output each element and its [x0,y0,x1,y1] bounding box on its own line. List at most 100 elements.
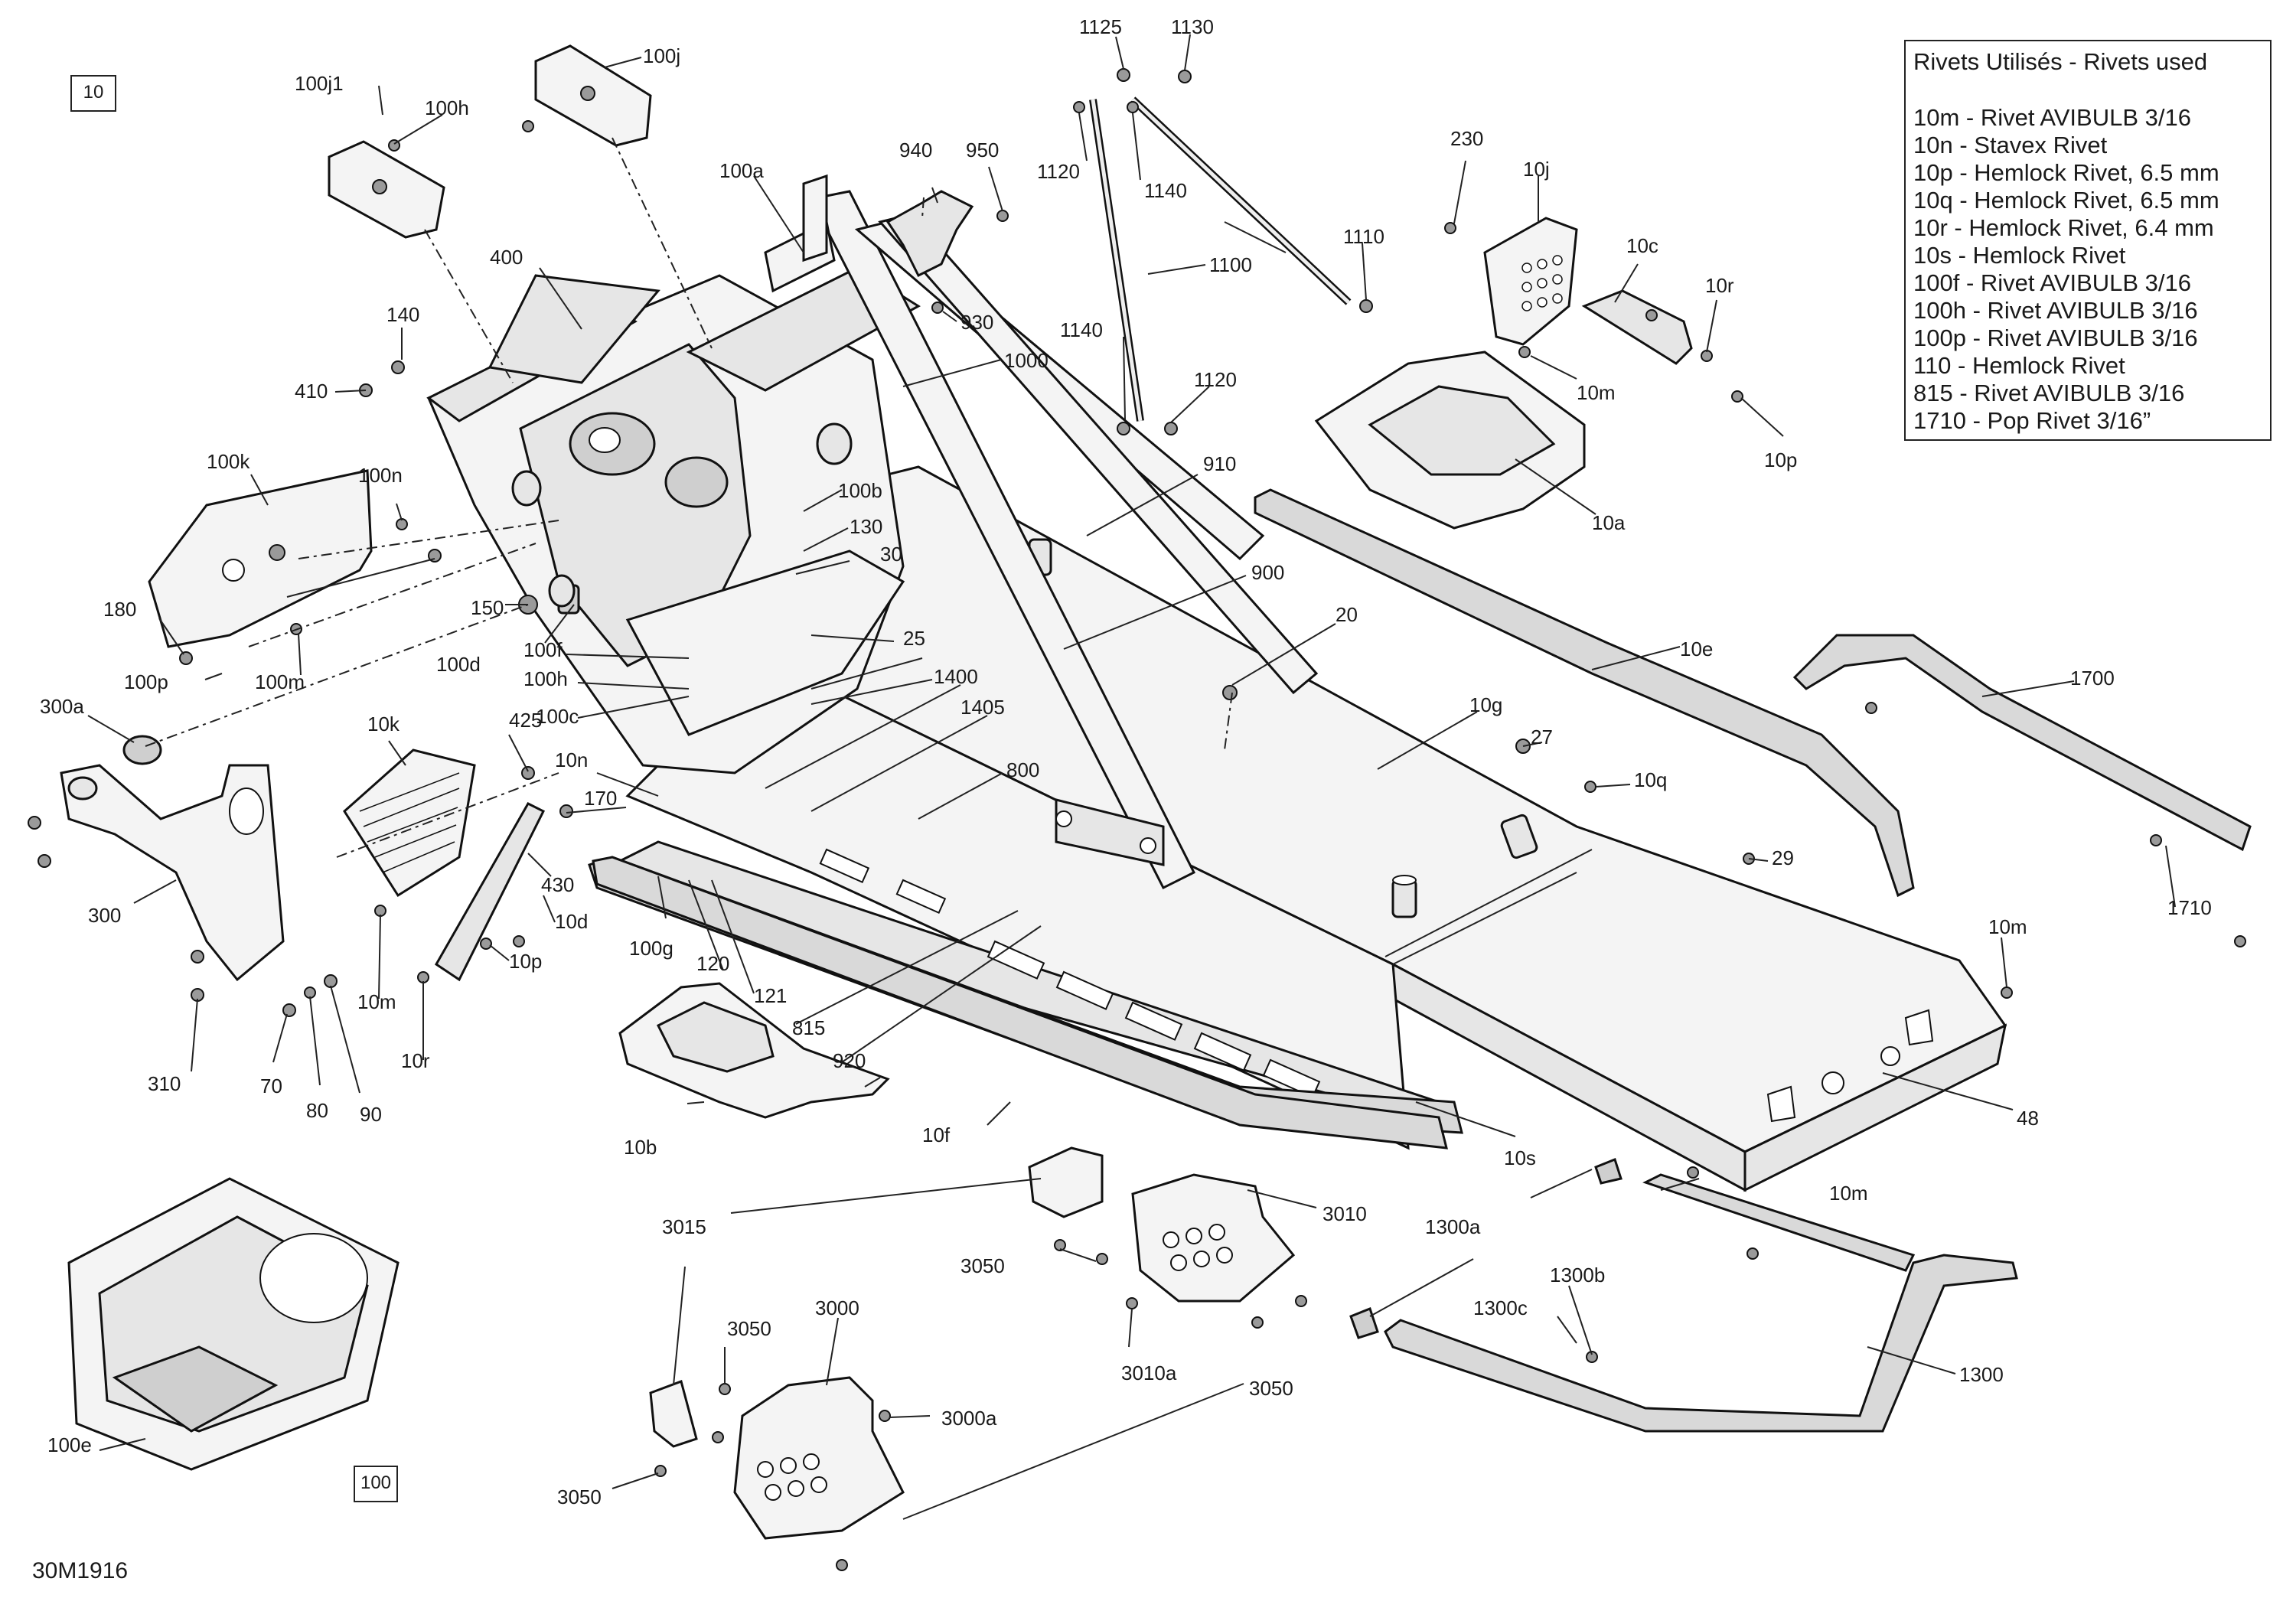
label-1125: 1125 [1079,15,1122,38]
leader-lines [87,34,2176,1520]
label-10g: 10g [1469,693,1502,716]
legend-item: 100h - Rivet AVIBULB 3/16 [1913,297,2198,324]
label-25: 25 [903,627,925,650]
label-1300b: 1300b [1550,1264,1605,1286]
label-1110: 1110 [1343,225,1384,248]
label-425: 425 [509,709,542,732]
label-230: 230 [1450,127,1483,150]
label-1100: 1100 [1209,253,1252,276]
label-1120: 1120 [1037,160,1080,183]
label-100p: 100p [124,670,168,693]
legend-item: 100p - Rivet AVIBULB 3/16 [1913,324,2198,351]
label-1130: 1130 [1171,15,1214,38]
label-10n: 10n [555,748,588,771]
label-121: 121 [754,984,787,1007]
plate-10j [1483,217,1578,346]
label-150: 150 [471,596,504,619]
label-3000: 3000 [815,1296,859,1319]
label-3050-b: 3050 [1249,1377,1293,1400]
bracket-940 [885,190,974,278]
legend-item: 10q - Hemlock Rivet, 6.5 mm [1913,187,2219,214]
label-130: 130 [850,515,882,538]
bumper-rail-upper [1642,1173,1916,1272]
label-930: 930 [960,311,993,334]
label-10s: 10s [1504,1146,1536,1169]
label-170: 170 [584,787,617,810]
label-30: 30 [880,543,902,566]
label-100g: 100g [629,937,673,960]
label-3050-d: 3050 [557,1485,602,1508]
label-10k: 10k [367,713,400,735]
label-10p-top: 10p [1764,448,1797,471]
label-3010a: 3010a [1121,1361,1177,1384]
label-400: 400 [490,246,523,269]
label-430: 430 [541,873,574,896]
label-10m-top: 10m [1577,381,1616,404]
label-10a: 10a [1592,511,1626,534]
label-10c: 10c [1626,234,1658,257]
bracket-300 [60,764,285,982]
label-1300a: 1300a [1425,1215,1481,1238]
label-300a: 300a [40,695,84,718]
label-1300: 1300 [1959,1363,2004,1386]
legend-item: 10m - Rivet AVIBULB 3/16 [1913,104,2191,131]
label-120: 120 [696,952,729,975]
legend-item: 110 - Hemlock Rivet [1913,352,2125,379]
plate-100j [534,44,652,147]
legend-item: 100f - Rivet AVIBULB 3/16 [1913,269,2192,296]
label-920: 920 [833,1049,866,1072]
tie-rods [1089,96,1352,422]
label-10e: 10e [1680,638,1713,660]
label-1405: 1405 [960,696,1005,719]
label-10p: 10p [509,950,542,973]
clip-upper [1594,1158,1623,1185]
legend-item: 10n - Stavex Rivet [1913,132,2108,158]
explode-lines [145,137,1233,858]
part-labels: 1125 1130 1120 1140 1100 1110 1140 1120 … [40,15,2212,1508]
label-100e: 100e [47,1433,92,1456]
rail-10f [592,856,1448,1150]
label-100h: 100h [523,667,568,690]
label-100f: 100f [523,638,563,661]
label-90: 90 [360,1103,382,1126]
bumper-1300 [1384,1254,2018,1433]
legend-title: Rivets Utilisés - Rivets used [1913,48,2208,75]
label-1400: 1400 [934,665,978,688]
label-10q: 10q [1634,768,1667,791]
label-100k: 100k [207,450,250,473]
label-3000a: 3000a [941,1407,997,1430]
label-48: 48 [2017,1107,2039,1130]
label-10f: 10f [922,1123,951,1146]
label-3015: 3015 [662,1215,706,1238]
label-1700: 1700 [2070,667,2115,690]
label-1120-lower: 1120 [1194,368,1237,391]
label-3050-c: 3050 [727,1317,771,1340]
label-140: 140 [386,303,419,326]
front-bulkhead [427,266,921,774]
plate-10c [1581,289,1693,365]
label-900: 900 [1251,561,1284,584]
mesh-10k [343,748,476,898]
label-10r: 10r [401,1049,430,1072]
cover-10a [1314,351,1586,530]
inset-view-100 [67,1177,400,1471]
label-100h-top: 100h [425,96,469,119]
label-10m-bottom: 10m [1829,1182,1868,1205]
label-100a: 100a [719,159,764,182]
label-800: 800 [1006,758,1039,781]
strut-10d [435,802,546,982]
running-board-slots [819,848,1321,1098]
label-100j: 100j [643,44,680,67]
label-410: 410 [295,380,328,403]
label-10m-right: 10m [1988,915,2027,938]
legend-item: 10s - Hemlock Rivet [1913,242,2126,269]
label-100j1: 100j1 [295,72,344,95]
legend-item: 1710 - Pop Rivet 3/16” [1913,407,2151,434]
label-80: 80 [306,1099,328,1122]
footrest-3010 [1131,1173,1296,1303]
plate-100j1 [328,140,445,239]
label-10j: 10j [1523,158,1550,181]
label-10m-left: 10m [357,990,396,1013]
label-29: 29 [1772,846,1794,869]
clip-1300a [1349,1307,1379,1339]
